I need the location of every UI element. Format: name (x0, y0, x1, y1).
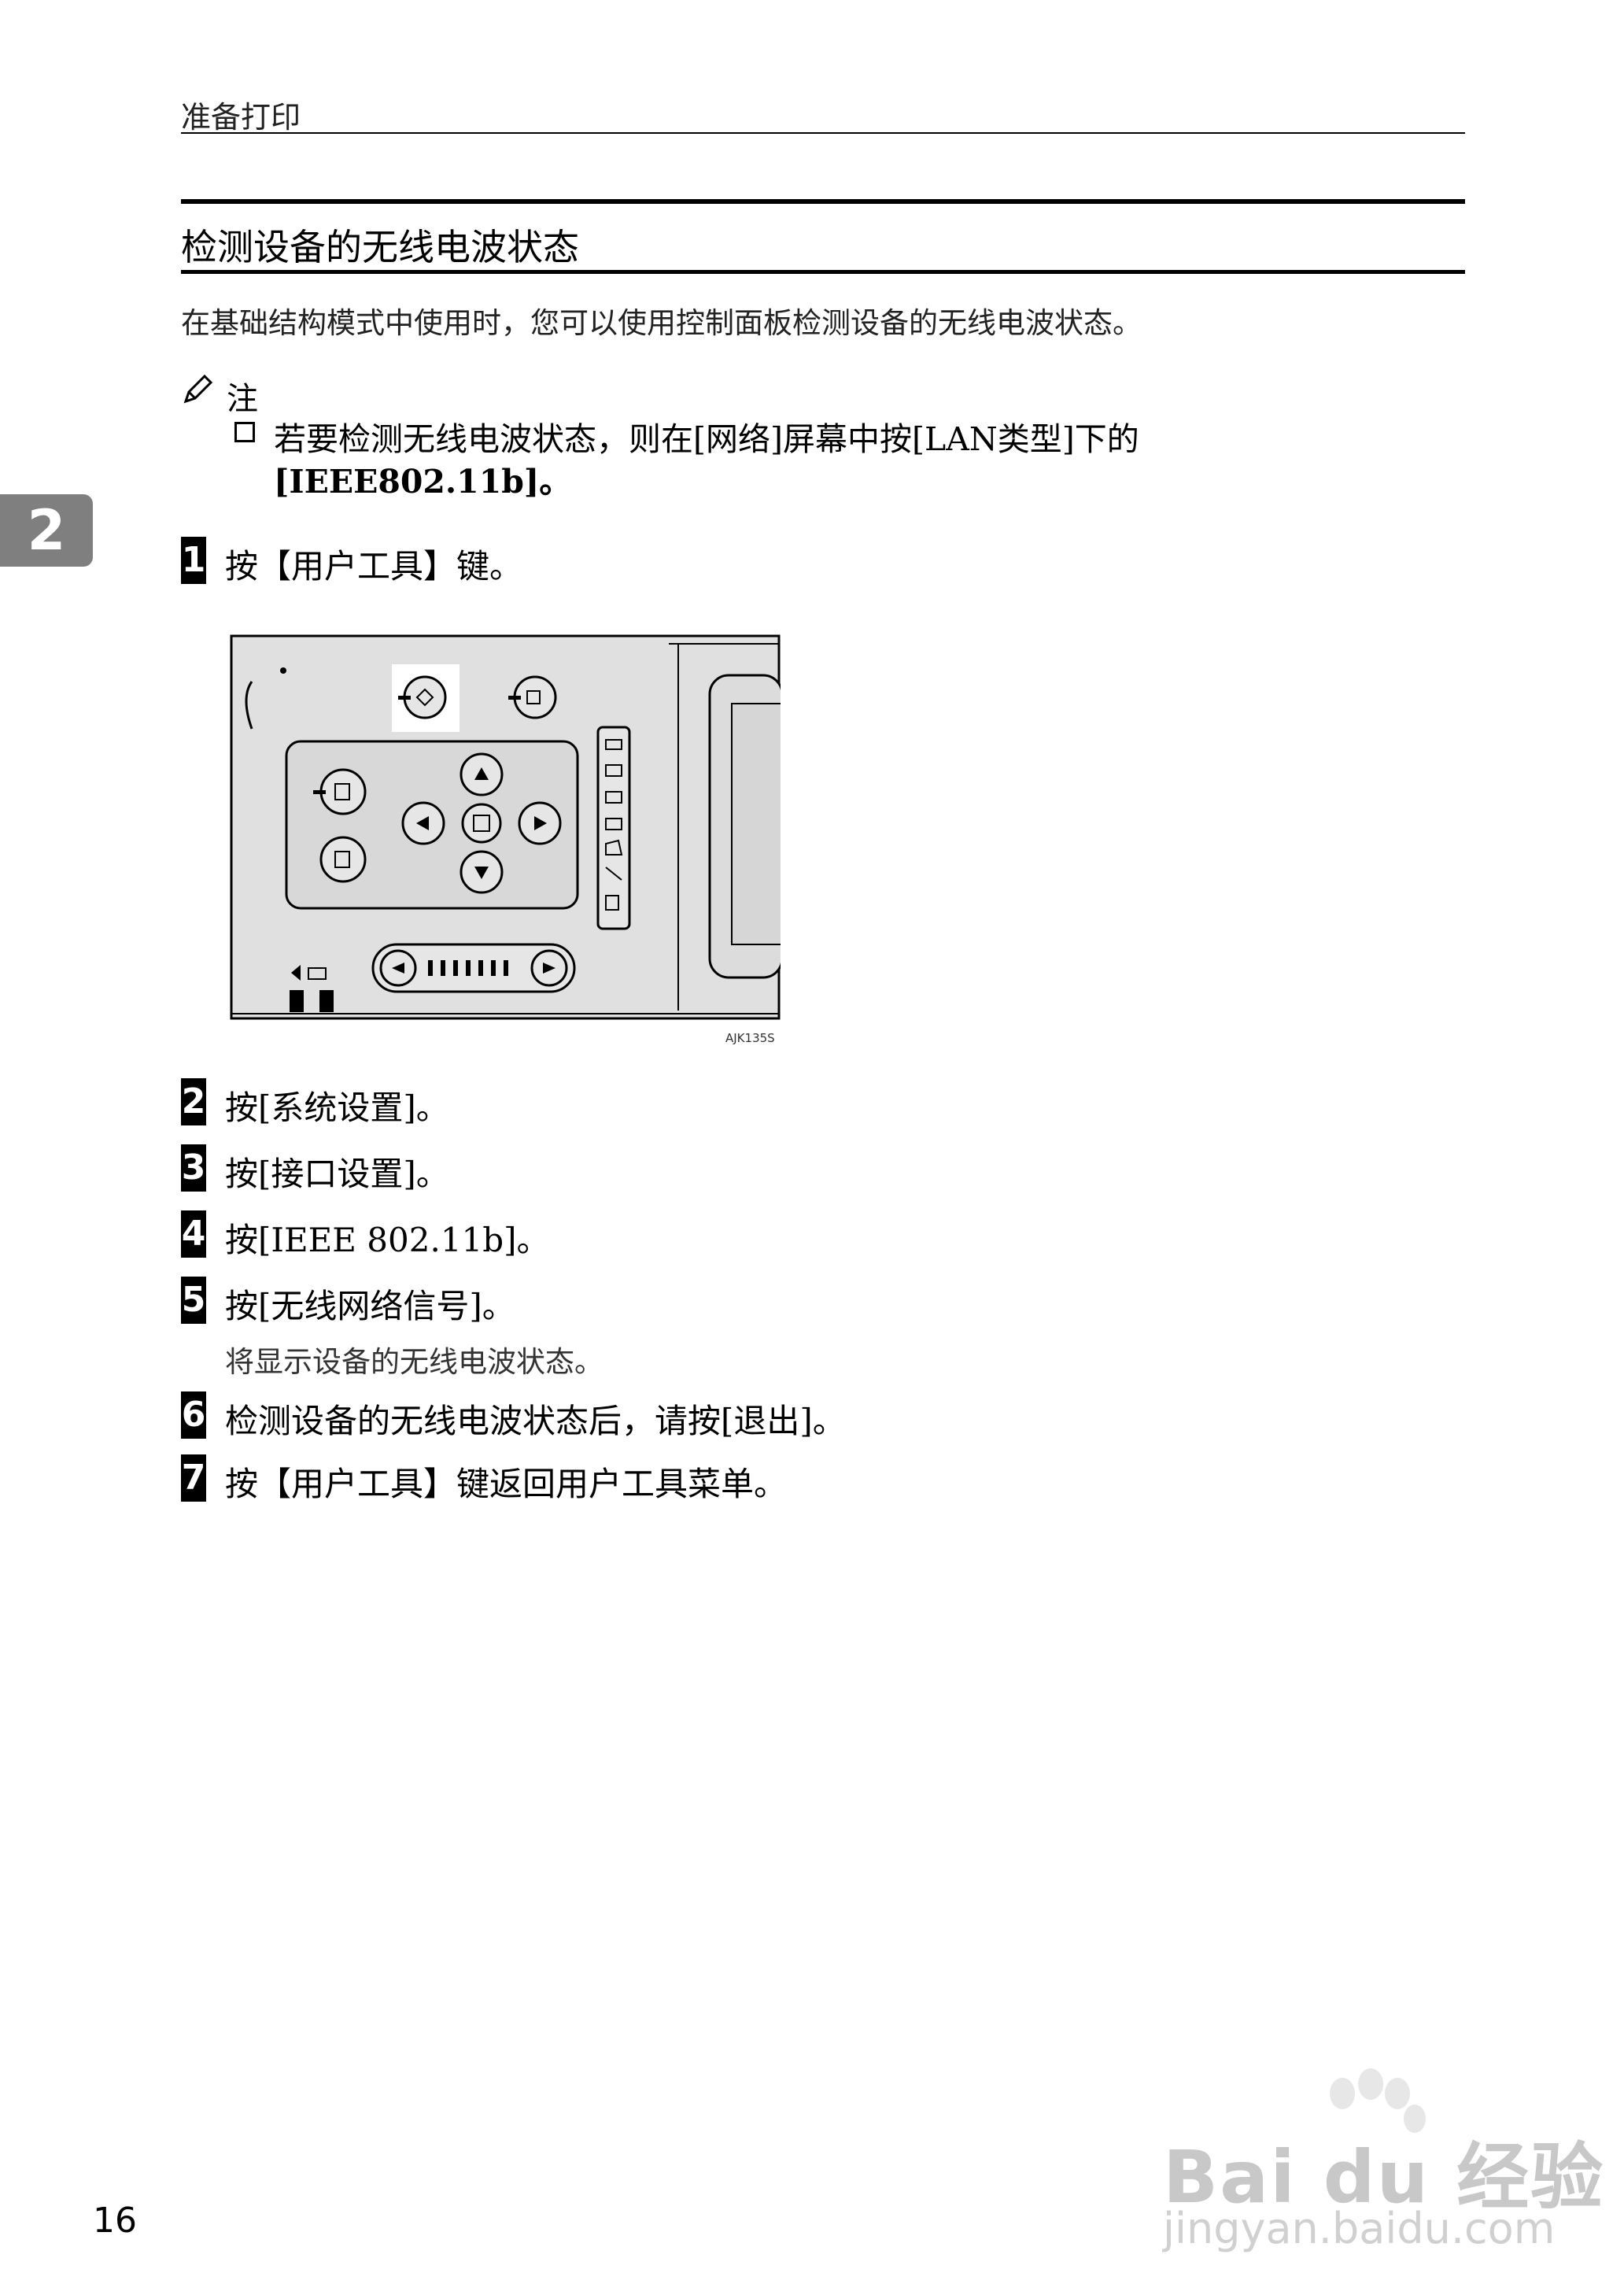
step-number: 2 (181, 1078, 206, 1125)
step-number: 1 (181, 537, 206, 584)
figure-caption: AJK135S (725, 1031, 775, 1045)
step-subtext: 将显示设备的无线电波状态。 (225, 1345, 603, 1379)
step-text: 按[IEEE 802.11b]。 (225, 1221, 550, 1259)
pencil-icon (183, 374, 213, 404)
chapter-tab (0, 494, 93, 567)
page-number: 16 (93, 2201, 137, 2241)
step-number: 6 (181, 1391, 206, 1439)
section-rule-bottom (181, 270, 1465, 274)
note-text-line1: 若要检测无线电波状态，则在[网络]屏幕中按[LAN类型]下的 (274, 420, 1139, 458)
step-text: 按[无线网络信号]。 (225, 1287, 515, 1325)
checkbox-icon (234, 422, 255, 442)
note-label: 注 (227, 381, 258, 417)
section-rule-top (181, 199, 1465, 204)
step-text: 检测设备的无线电波状态后，请按[退出]。 (225, 1402, 846, 1440)
step-text: 按[系统设置]。 (225, 1088, 449, 1127)
section-title: 检测设备的无线电波状态 (181, 226, 579, 268)
running-header: 准备打印 (181, 100, 301, 135)
control-panel-figure (230, 634, 781, 1020)
step-number: 5 (181, 1277, 206, 1324)
watermark-brand: Bai du 经验 (1163, 2135, 1605, 2219)
step-text: 按【用户工具】键。 (225, 547, 523, 586)
step-number: 4 (181, 1210, 206, 1258)
step-text: 按[接口设置]。 (225, 1155, 449, 1193)
baidu-paw-logo (1330, 2068, 1426, 2133)
step-number: 3 (181, 1144, 206, 1192)
chapter-number: 2 (27, 498, 66, 563)
header-divider (181, 132, 1465, 134)
watermark-url: jingyan.baidu.com (1163, 2204, 1556, 2253)
step-number: 7 (181, 1454, 206, 1502)
step-text: 按【用户工具】键返回用户工具菜单。 (225, 1465, 788, 1503)
note-text-line2: [IEEE802.11b]。 (274, 463, 572, 501)
section-intro: 在基础结构模式中使用时，您可以使用控制面板检测设备的无线电波状态。 (181, 306, 1142, 340)
